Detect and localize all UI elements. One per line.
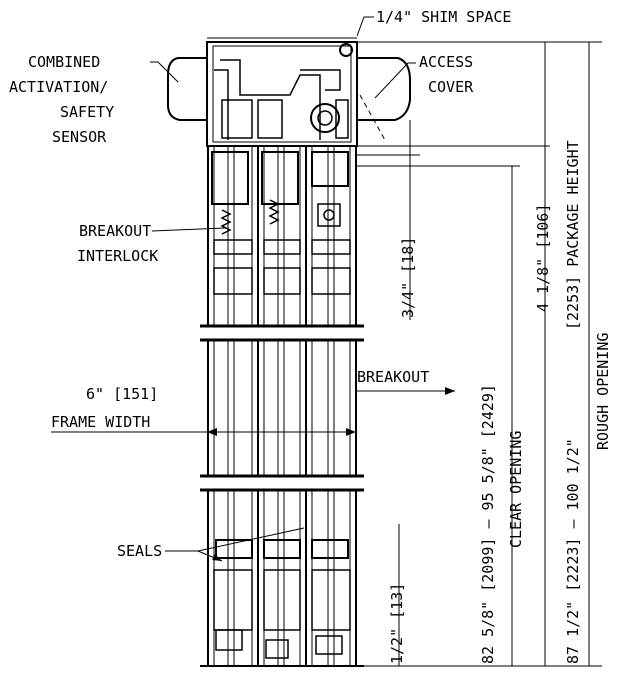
breakout-interlock-label-1: BREAKOUT [79,222,151,240]
breakout-interlock-label-2: INTERLOCK [77,247,158,265]
clear-opening-label: CLEAR OPENING [507,431,525,548]
dim-three-quarter: 3/4" [18] [399,237,417,318]
rough-opening-value: 87 1/2" [2223] – 100 1/2" [564,438,582,664]
sensor-label-3: SAFETY [60,103,114,121]
access-cover-callout: ACCESS COVER [374,53,474,99]
rough-opening-label: ROUGH OPENING [594,333,612,450]
access-cover-label-2: COVER [428,78,474,96]
breakout-interlock-callout: BREAKOUT INTERLOCK [77,222,226,265]
dim-half: 1/2" [13] [388,583,406,664]
sensor-housing [167,57,207,121]
breakout-callout: BREAKOUT [357,368,455,395]
shim-space-callout: 1/4" SHIM SPACE [356,8,602,43]
sensor-label-2: ACTIVATION/ [9,78,108,96]
access-cover-label-1: ACCESS [419,53,473,71]
vertical-dimensions: 3/4" [18] 1/2" [13] 82 5/8" [2099] – 95 … [357,42,612,667]
header-assembly [206,37,358,147]
frame-width-label: FRAME WIDTH [51,413,150,431]
breakout-label: BREAKOUT [357,368,429,386]
package-height-label: [2253] PACKAGE HEIGHT [564,140,582,330]
frame-width-value: 6" [151] [86,385,158,403]
sensor-callout: COMBINED ACTIVATION/ SAFETY SENSOR [9,53,179,146]
seals-label: SEALS [117,542,162,560]
seals-callout: SEALS [117,527,305,562]
shim-space-label: 1/4" SHIM SPACE [376,8,511,26]
door-panels [200,145,364,667]
sensor-label-1: COMBINED [28,53,100,71]
sensor-label-4: SENSOR [52,128,107,146]
frame-width-callout: 6" [151] FRAME WIDTH [51,385,356,436]
clear-opening-value: 82 5/8" [2099] – 95 5/8" [2429] [479,384,497,664]
access-cover-housing [357,57,411,121]
package-height-value: 4 1/8" [106] [534,204,552,312]
